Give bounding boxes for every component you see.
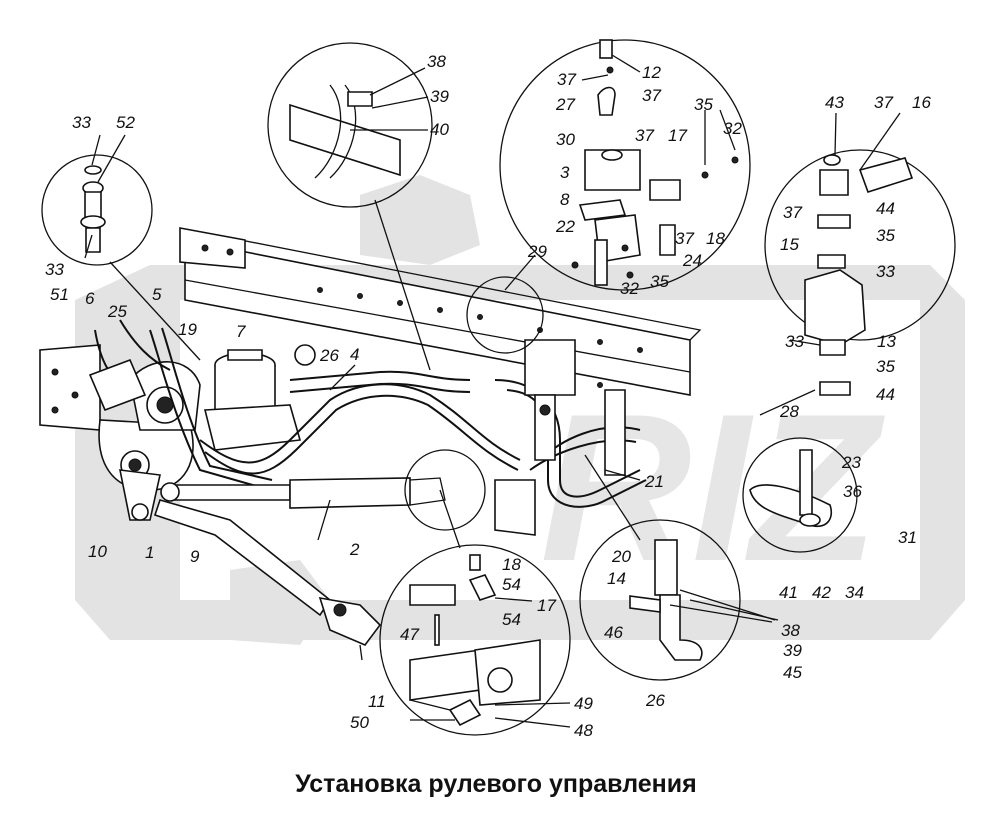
callout-35d: 35 [876,357,895,376]
detail-callout-circle-gear [404,449,486,531]
callout-37a: 37 [557,70,576,89]
callout-26b: 26 [645,691,665,710]
hydraulic-pipes [149,327,647,508]
callout-17b: 17 [537,596,556,615]
callout-37f: 37 [783,203,802,222]
callout-33a: 33 [72,113,91,132]
callout-38a: 38 [427,52,446,71]
detail-inset-right-bracket [764,149,956,396]
callout-35b: 35 [650,272,669,291]
callout-54b: 54 [502,610,521,629]
callout-17a: 17 [668,126,687,145]
callout-27: 27 [555,95,575,114]
callout-18b: 18 [502,555,521,574]
callout-29: 29 [527,242,547,261]
callout-30: 30 [556,130,575,149]
callout-3: 3 [560,163,570,182]
callout-37b: 37 [642,86,661,105]
callout-labels: 1 2 3 4 5 6 7 8 9 10 11 12 13 14 15 16 1… [45,52,931,740]
callout-14: 14 [607,569,626,588]
detail-inset-support [742,437,858,553]
callout-7: 7 [236,322,246,341]
callout-31: 31 [898,528,917,547]
callout-45: 45 [783,663,802,682]
callout-41: 41 [779,583,798,602]
callout-1: 1 [145,543,154,562]
callout-44b: 44 [876,385,895,404]
callout-24: 24 [682,251,702,270]
callout-47: 47 [400,625,419,644]
callout-2: 2 [349,540,360,559]
callout-32a: 32 [723,119,742,138]
callout-9: 9 [190,547,200,566]
callout-39b: 39 [783,641,802,660]
callout-37c: 37 [635,126,654,145]
callout-28: 28 [779,402,799,421]
callout-10: 10 [88,542,107,561]
callout-33c: 33 [876,262,895,281]
callout-13: 13 [877,332,896,351]
detail-inset-top-left [41,154,153,266]
callout-33d: 33 [785,332,804,351]
callout-21: 21 [644,472,664,491]
callout-33b: 33 [45,260,64,279]
detail-inset-column [579,519,741,681]
callout-20: 20 [611,547,631,566]
callout-18a: 18 [706,229,725,248]
callout-50: 50 [350,713,369,732]
callout-48: 48 [574,721,593,740]
callout-44a: 44 [876,199,895,218]
watermark-logo: RIZ [75,175,965,645]
callout-42: 42 [812,583,831,602]
callout-40: 40 [430,120,449,139]
callout-34: 34 [845,583,864,602]
callout-43: 43 [825,93,844,112]
callout-12: 12 [642,63,661,82]
steering-linkage [88,319,171,412]
callout-26a: 26 [319,346,339,365]
callout-23: 23 [841,453,861,472]
callout-36: 36 [843,482,862,501]
leader-lines [84,54,901,728]
callout-32b: 32 [620,279,639,298]
callout-11: 11 [368,692,386,711]
power-cylinder [160,477,446,509]
callout-5: 5 [152,285,162,304]
callout-6: 6 [85,289,95,308]
callout-8: 8 [560,190,570,209]
drag-link [153,499,382,661]
callout-19: 19 [178,320,197,339]
callout-22: 22 [555,217,575,236]
callout-35c: 35 [876,226,895,245]
detail-callout-circle-valve [466,276,544,354]
callout-39a: 39 [430,87,449,106]
callout-46: 46 [604,623,623,642]
oil-reservoir [203,344,316,451]
watermark-text: RIZ [540,370,885,605]
callout-15: 15 [780,235,799,254]
callout-35a: 35 [694,95,713,114]
callout-38b: 38 [781,621,800,640]
callout-25: 25 [107,302,127,321]
callout-37d: 37 [675,229,694,248]
callout-51: 51 [50,285,69,304]
detail-inset-clamp [267,42,433,208]
detail-inset-gear-exploded [379,544,571,736]
steering-gear-assembly [39,344,201,521]
control-valve [524,339,626,476]
callout-54a: 54 [502,575,521,594]
callout-52: 52 [116,113,135,132]
callout-16: 16 [912,93,931,112]
diagram-title: Установка рулевого управления [295,770,697,798]
callout-4: 4 [350,345,359,364]
callout-49: 49 [574,694,593,713]
callout-37e: 37 [874,93,893,112]
detail-inset-valve-exploded [499,39,751,291]
